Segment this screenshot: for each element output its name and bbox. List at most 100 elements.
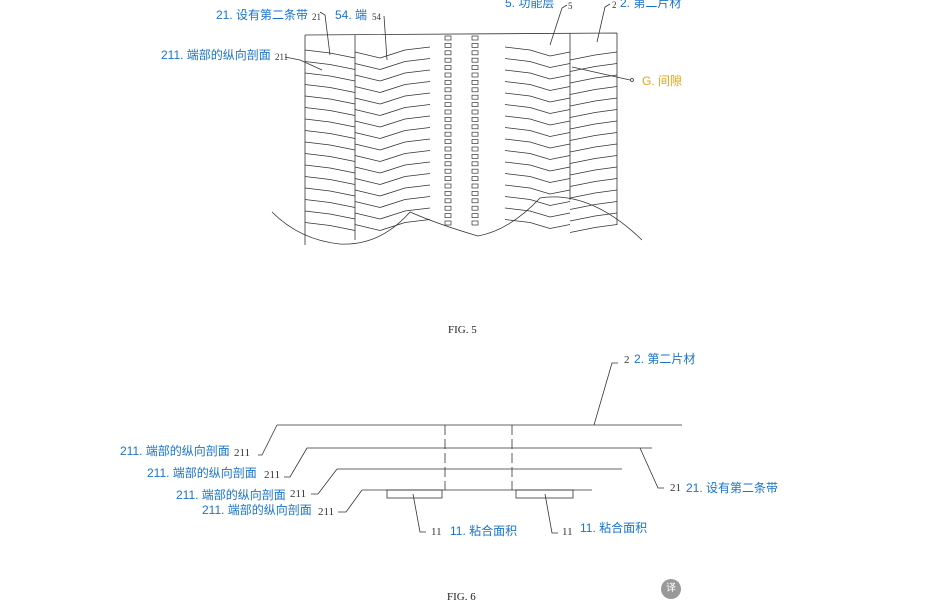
fig5-square [444, 220, 452, 226]
fig5-square [471, 65, 479, 70]
fig5-square [471, 183, 479, 189]
fig5-square [444, 124, 452, 130]
fig5-square [471, 80, 479, 85]
fig5-square [444, 80, 452, 85]
fig5-square [444, 57, 452, 63]
fig5-square [471, 72, 479, 78]
fig5-square [444, 154, 452, 159]
fig5-square [444, 50, 452, 56]
label-5: 5. 功能层 [505, 0, 555, 10]
fig5-wave-line [304, 207, 618, 222]
label-21: 21. 设有第二条带 [686, 481, 779, 495]
fig5-square [471, 102, 479, 107]
ref-211: 211 [290, 488, 307, 500]
fig5-square [471, 50, 479, 56]
fig5-square [444, 102, 452, 107]
fig5-square [471, 117, 479, 122]
fig5-square [471, 124, 479, 130]
label-11: 11. 粘合面积 [450, 524, 518, 538]
label-211: 211. 端部的纵向剖面 [202, 503, 312, 517]
fig5-square [471, 87, 479, 93]
fig5-square [444, 168, 452, 174]
fig5-wave-line [304, 69, 618, 84]
fig5-wavy-bottom [271, 196, 643, 245]
fig6-caption: FIG. 6 [447, 591, 476, 603]
fig5-wave-line [304, 173, 618, 187]
fig6-drawing [258, 362, 682, 534]
fig5-square [444, 94, 452, 100]
fig5-square [471, 176, 479, 181]
fig5-gap-marker [630, 78, 634, 82]
fig5-square [444, 87, 452, 93]
fig5-square [471, 154, 479, 159]
fig6-leader-lines [258, 362, 664, 534]
fig5-square [471, 139, 479, 144]
ref-21: 21 [670, 482, 681, 494]
fig5-square [471, 146, 479, 152]
fig5-square [444, 43, 452, 48]
fig5-square [444, 191, 452, 196]
fig6-dashed-lines [444, 425, 513, 490]
fig5-wave-line [304, 127, 618, 141]
ref-2: 2 [624, 354, 630, 366]
fig5-square [471, 168, 479, 174]
fig5-square [471, 161, 479, 167]
label-211: 211. 端部的纵向剖面 [161, 48, 271, 62]
fig5-square [444, 139, 452, 144]
fig5-square [444, 205, 452, 211]
fig5-square [444, 72, 452, 78]
fig5-wave-line [304, 161, 618, 176]
fig5-square [471, 109, 479, 115]
label-11: 11. 粘合面积 [580, 521, 648, 535]
fig5-square [444, 35, 452, 41]
fig5-square [444, 176, 452, 181]
ref-11: 11 [562, 526, 573, 538]
label-21: 21. 设有第二条带 [216, 8, 309, 22]
fig5-square [471, 94, 479, 100]
fig5-wave-line [304, 184, 618, 199]
ref-211: 211 [234, 447, 251, 459]
fig5-waves [304, 46, 618, 233]
fig5-caption: FIG. 5 [448, 324, 477, 336]
fig6-bond-area-left [386, 489, 443, 499]
fig5-squares [444, 35, 479, 226]
fig5-square [444, 65, 452, 70]
fig5-wave-line [304, 92, 618, 107]
fig5-wave-line [304, 196, 618, 210]
ref-211: 211 [318, 506, 335, 518]
fig5-square [471, 220, 479, 226]
ref-211: 211 [275, 52, 289, 62]
ref-211: 211 [264, 469, 281, 481]
fig5-frame [304, 32, 618, 245]
fig5-square [444, 183, 452, 189]
label-2: 2. 第二片材 [620, 0, 682, 10]
fig5-wave-line [304, 115, 618, 130]
label-211: 211. 端部的纵向剖面 [120, 444, 230, 458]
fig5-drawing [271, 3, 643, 245]
label-54: 54. 端 [335, 8, 368, 22]
ref-54: 54 [372, 12, 381, 22]
translate-button[interactable]: 译 [661, 579, 681, 599]
fig5-square [471, 213, 479, 218]
fig5-wave-line [304, 58, 618, 72]
fig5-square [471, 131, 479, 137]
label-211: 211. 端部的纵向剖面 [147, 466, 257, 480]
fig5-wave-line [304, 138, 618, 153]
fig5-square [471, 198, 479, 204]
fig5-square [471, 191, 479, 196]
ref-21: 21 [312, 12, 321, 22]
fig5-wave-line [304, 219, 618, 233]
fig5-square [471, 43, 479, 48]
label-gap: G. 间隙 [642, 74, 683, 88]
fig6-bond-area-right [515, 489, 574, 499]
fig6-layers [277, 424, 682, 491]
fig5-square [444, 161, 452, 167]
label-2: 2. 第二片材 [634, 352, 696, 366]
label-211: 211. 端部的纵向剖面 [176, 488, 286, 502]
fig5-square [444, 131, 452, 137]
fig5-square [471, 57, 479, 63]
fig5-square [444, 109, 452, 115]
fig5-square [444, 146, 452, 152]
fig5-wave-line [304, 104, 618, 118]
fig5-wave-line [304, 81, 618, 95]
